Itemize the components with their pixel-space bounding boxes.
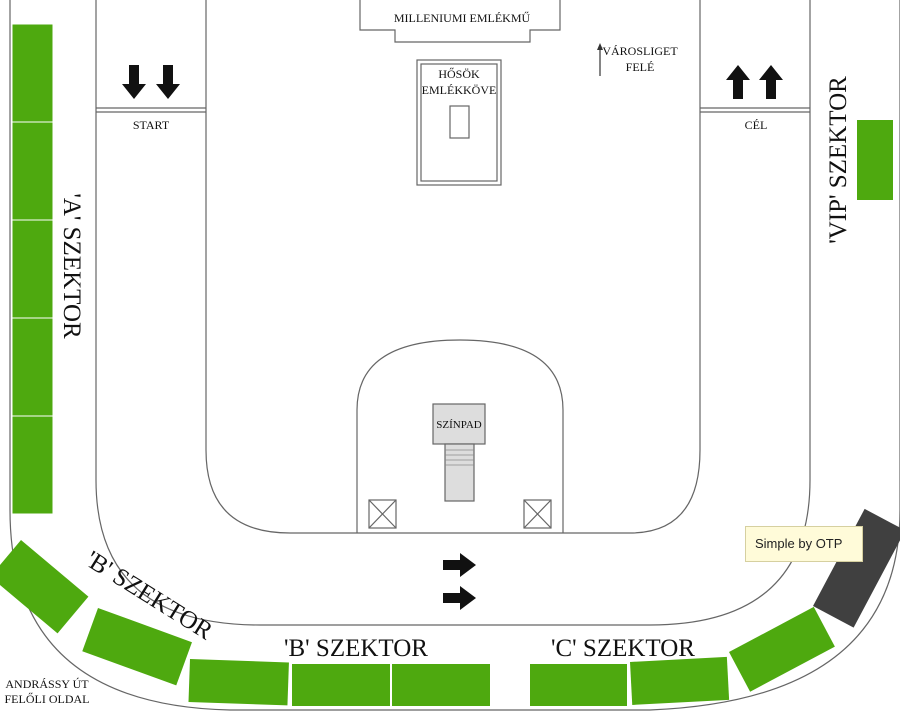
sector-a-blocks [11,23,54,515]
andrassy-label-line2: FELŐLI OLDAL [5,692,90,706]
sector-b-block[interactable] [188,659,289,706]
start-label: START [133,118,170,132]
heroes-memorial-stone [416,59,502,186]
city-park-label-line1: VÁROSLIGET [602,44,678,58]
sector-c-block[interactable] [630,656,730,705]
sector-b-curve-block[interactable] [0,540,89,634]
stage-area-outline [356,339,564,533]
heroes-stone-label-line2: EMLÉKKÖVE [422,83,497,97]
arrow-up-icon [726,65,783,99]
heroes-stone-label-line1: HŐSÖK [438,67,480,81]
sector-a-block[interactable] [11,415,54,515]
vip-sector-block[interactable] [857,120,893,200]
sponsor-block[interactable] [813,508,900,628]
stage-platform [432,403,486,445]
sector-c-label: 'C' SZEKTOR [551,635,695,662]
arrow-right-icon [443,553,476,610]
sector-b-block[interactable] [392,664,490,706]
sector-vip-label: 'VIP' SZEKTOR [825,76,852,244]
road-inner-edge [205,0,701,534]
millennium-monument [359,0,561,43]
stage-ramp [444,443,475,502]
stage-label: SZÍNPAD [436,419,481,431]
sector-c-block[interactable] [729,606,835,692]
sponsor-callout[interactable]: Simple by OTP [745,526,863,562]
sector-b-block[interactable] [292,664,390,706]
sector-b-curve-block[interactable] [82,608,192,686]
sector-c-block[interactable] [530,664,627,706]
millennium-monument-label: MILLENIUMI EMLÉKMŰ [394,11,531,25]
gate-box-left [368,499,397,529]
city-park-label-line2: FELÉ [626,60,655,74]
sector-a-block[interactable] [11,317,54,417]
gate-box-right [523,499,552,529]
arrow-down-icon [122,65,180,99]
andrassy-label-line1: ANDRÁSSY ÚT [5,677,89,691]
sector-a-label: 'A' SZEKTOR [58,193,85,339]
sector-a-block[interactable] [11,219,54,319]
sector-a-block[interactable] [11,23,54,123]
sector-a-block[interactable] [11,121,54,221]
finish-label: CÉL [745,118,768,132]
sector-b-label: 'B' SZEKTOR [284,635,428,662]
